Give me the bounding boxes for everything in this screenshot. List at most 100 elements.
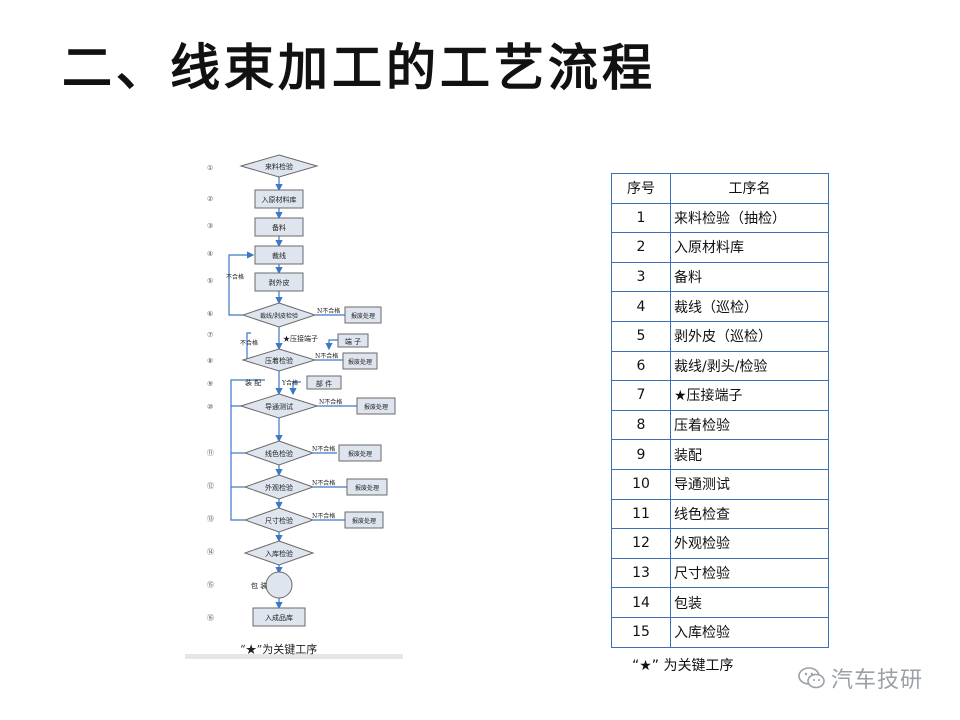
label-key-crimp: ★压接端子 [283, 334, 318, 343]
step-number: 11 [611, 498, 671, 530]
watermark: 汽车技研 [797, 662, 923, 694]
label-incoming-inspect: 来料检验 [265, 162, 293, 171]
step-name: 入库检验 [670, 616, 829, 648]
node-scrap-6 [344, 511, 384, 529]
step-number: 1 [611, 202, 671, 234]
label-cut-strip-check: 裁线/剥皮检验 [260, 312, 298, 320]
node-store-check [243, 540, 315, 566]
row-number: ① [207, 164, 213, 172]
row-number: ② [207, 195, 213, 203]
label-scrap-4: 报废处理 [348, 450, 372, 458]
label-ng-2: N不合格 [315, 352, 338, 360]
wechat-icon [798, 667, 825, 689]
node-scrap-4 [338, 444, 382, 462]
header-step-number: 序号 [611, 173, 671, 204]
row-number: ⑥ [207, 310, 213, 318]
node-crimp-check [241, 348, 317, 372]
node-visual-check [243, 474, 315, 500]
label-reject-short: 不合格 [240, 339, 258, 347]
label-raw-store: 入原材料库 [262, 195, 297, 204]
label-strip: 剥外皮 [269, 278, 290, 287]
step-name: 入原材料库 [670, 232, 829, 263]
step-number: 14 [611, 587, 671, 618]
label-ng-6: N不合格 [312, 512, 335, 520]
page-title: 二、线束加工的工艺流程 [62, 39, 656, 97]
step-name: 装配 [670, 439, 829, 470]
flowchart-bottom-bar [185, 654, 403, 659]
label-scrap-6: 报废处理 [352, 517, 376, 525]
row-number: ⑮ [207, 581, 214, 589]
step-number: 15 [611, 616, 671, 648]
step-number: 3 [611, 261, 671, 293]
label-scrap-3: 报废处理 [364, 403, 388, 411]
watermark-text: 汽车技研 [831, 668, 924, 693]
label-continuity: 导通测试 [265, 402, 293, 411]
row-number: ⑧ [207, 357, 213, 365]
label-ng-1: N不合格 [317, 307, 340, 315]
node-scrap-1 [344, 306, 382, 324]
label-cut: 裁线 [272, 251, 286, 260]
node-finished-store [252, 607, 306, 627]
row-number: ⑤ [207, 277, 213, 285]
node-scrap-3 [356, 397, 396, 415]
step-number: 8 [611, 409, 671, 441]
label-scrap-2: 报废处理 [348, 358, 372, 366]
step-number: 13 [611, 557, 671, 589]
label-ng-4: N不合格 [312, 445, 335, 453]
step-name: 裁线（巡检） [670, 291, 829, 322]
step-number: 2 [611, 232, 671, 263]
label-scrap-5: 报废处理 [355, 484, 379, 492]
step-number: 12 [611, 528, 671, 559]
node-size-check [243, 507, 315, 533]
node-continuity [239, 393, 319, 419]
step-name: 导通测试 [670, 468, 829, 500]
row-number: ③ [207, 222, 213, 230]
step-name: 来料检验（抽检） [670, 202, 829, 234]
label-parts: 部 件 [316, 379, 332, 388]
step-name: 包装 [670, 587, 829, 618]
node-cut [254, 245, 304, 265]
label-prepare: 备料 [272, 223, 286, 232]
label-assemble: 装 配 [245, 378, 261, 387]
label-visual-check: 外观检验 [265, 483, 293, 492]
row-number: ⑭ [207, 548, 214, 556]
step-number: 5 [611, 320, 671, 352]
step-name: 线色检查 [670, 498, 829, 530]
node-scrap-2 [342, 352, 378, 370]
step-number: 9 [611, 439, 671, 470]
row-number: ④ [207, 250, 213, 258]
label-crimp-check: 压着检验 [265, 356, 293, 365]
step-number: 4 [611, 291, 671, 322]
label-ng-3: N不合格 [319, 398, 342, 406]
flowchart-canvas: ① ② ③ ④ ⑤ ⑥ ⑦ ⑧ ⑨ ⑩ ⑪ ⑫ ⑬ ⑭ ⑮ ⑯ [207, 154, 396, 627]
process-flowchart: ① ② ③ ④ ⑤ ⑥ ⑦ ⑧ ⑨ ⑩ ⑪ ⑫ ⑬ ⑭ ⑮ ⑯ [185, 150, 403, 660]
label-color-check: 线色检验 [265, 449, 293, 458]
step-name: 裁线/剥头/检验 [670, 350, 829, 382]
step-name: 剥外皮（巡检） [670, 320, 829, 352]
label-ng-5: N不合格 [312, 479, 335, 487]
node-terminal [337, 333, 369, 348]
label-y-ok: Y合格 [281, 379, 298, 387]
step-number: 6 [611, 350, 671, 382]
row-number: ⑦ [207, 331, 213, 339]
step-name: ★压接端子 [670, 380, 829, 411]
step-number: 10 [611, 468, 671, 500]
node-incoming-inspect [239, 154, 319, 178]
node-strip [254, 272, 304, 292]
label-reject: 不合格 [226, 273, 244, 281]
label-store-check: 入库检验 [265, 549, 293, 558]
node-parts [306, 375, 342, 390]
flowchart-key-note: “★”为关键工序 [240, 643, 318, 656]
